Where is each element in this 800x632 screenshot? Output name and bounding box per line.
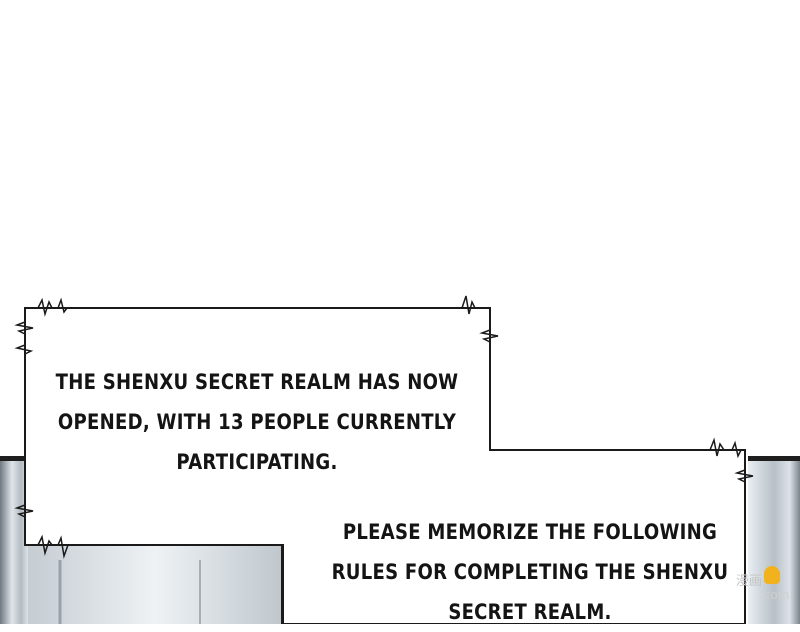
frame-zigzag-marks [14,295,754,559]
caption-line: OPENED, WITH 13 PEOPLE CURRENTLY [57,410,457,434]
site-watermark: 漫画 .com [720,558,798,608]
thumbs-up-icon [764,566,780,584]
caption-line: PARTICIPATING. [176,450,338,474]
caption-realm-opened: THE SHENXU SECRET REALM HAS NOW OPENED, … [55,362,459,482]
caption-memorize-rules: PLEASE MEMORIZE THE FOLLOWING RULES FOR … [324,512,737,632]
caption-line: THE SHENXU SECRET REALM HAS NOW [55,370,459,394]
watermark-domain: .com [760,588,790,602]
caption-line: SECRET REALM. [448,600,612,624]
watermark-text: 漫画 [736,574,763,589]
caption-line: RULES FOR COMPLETING THE SHENXU [331,560,729,584]
caption-line: PLEASE MEMORIZE THE FOLLOWING [342,520,718,544]
